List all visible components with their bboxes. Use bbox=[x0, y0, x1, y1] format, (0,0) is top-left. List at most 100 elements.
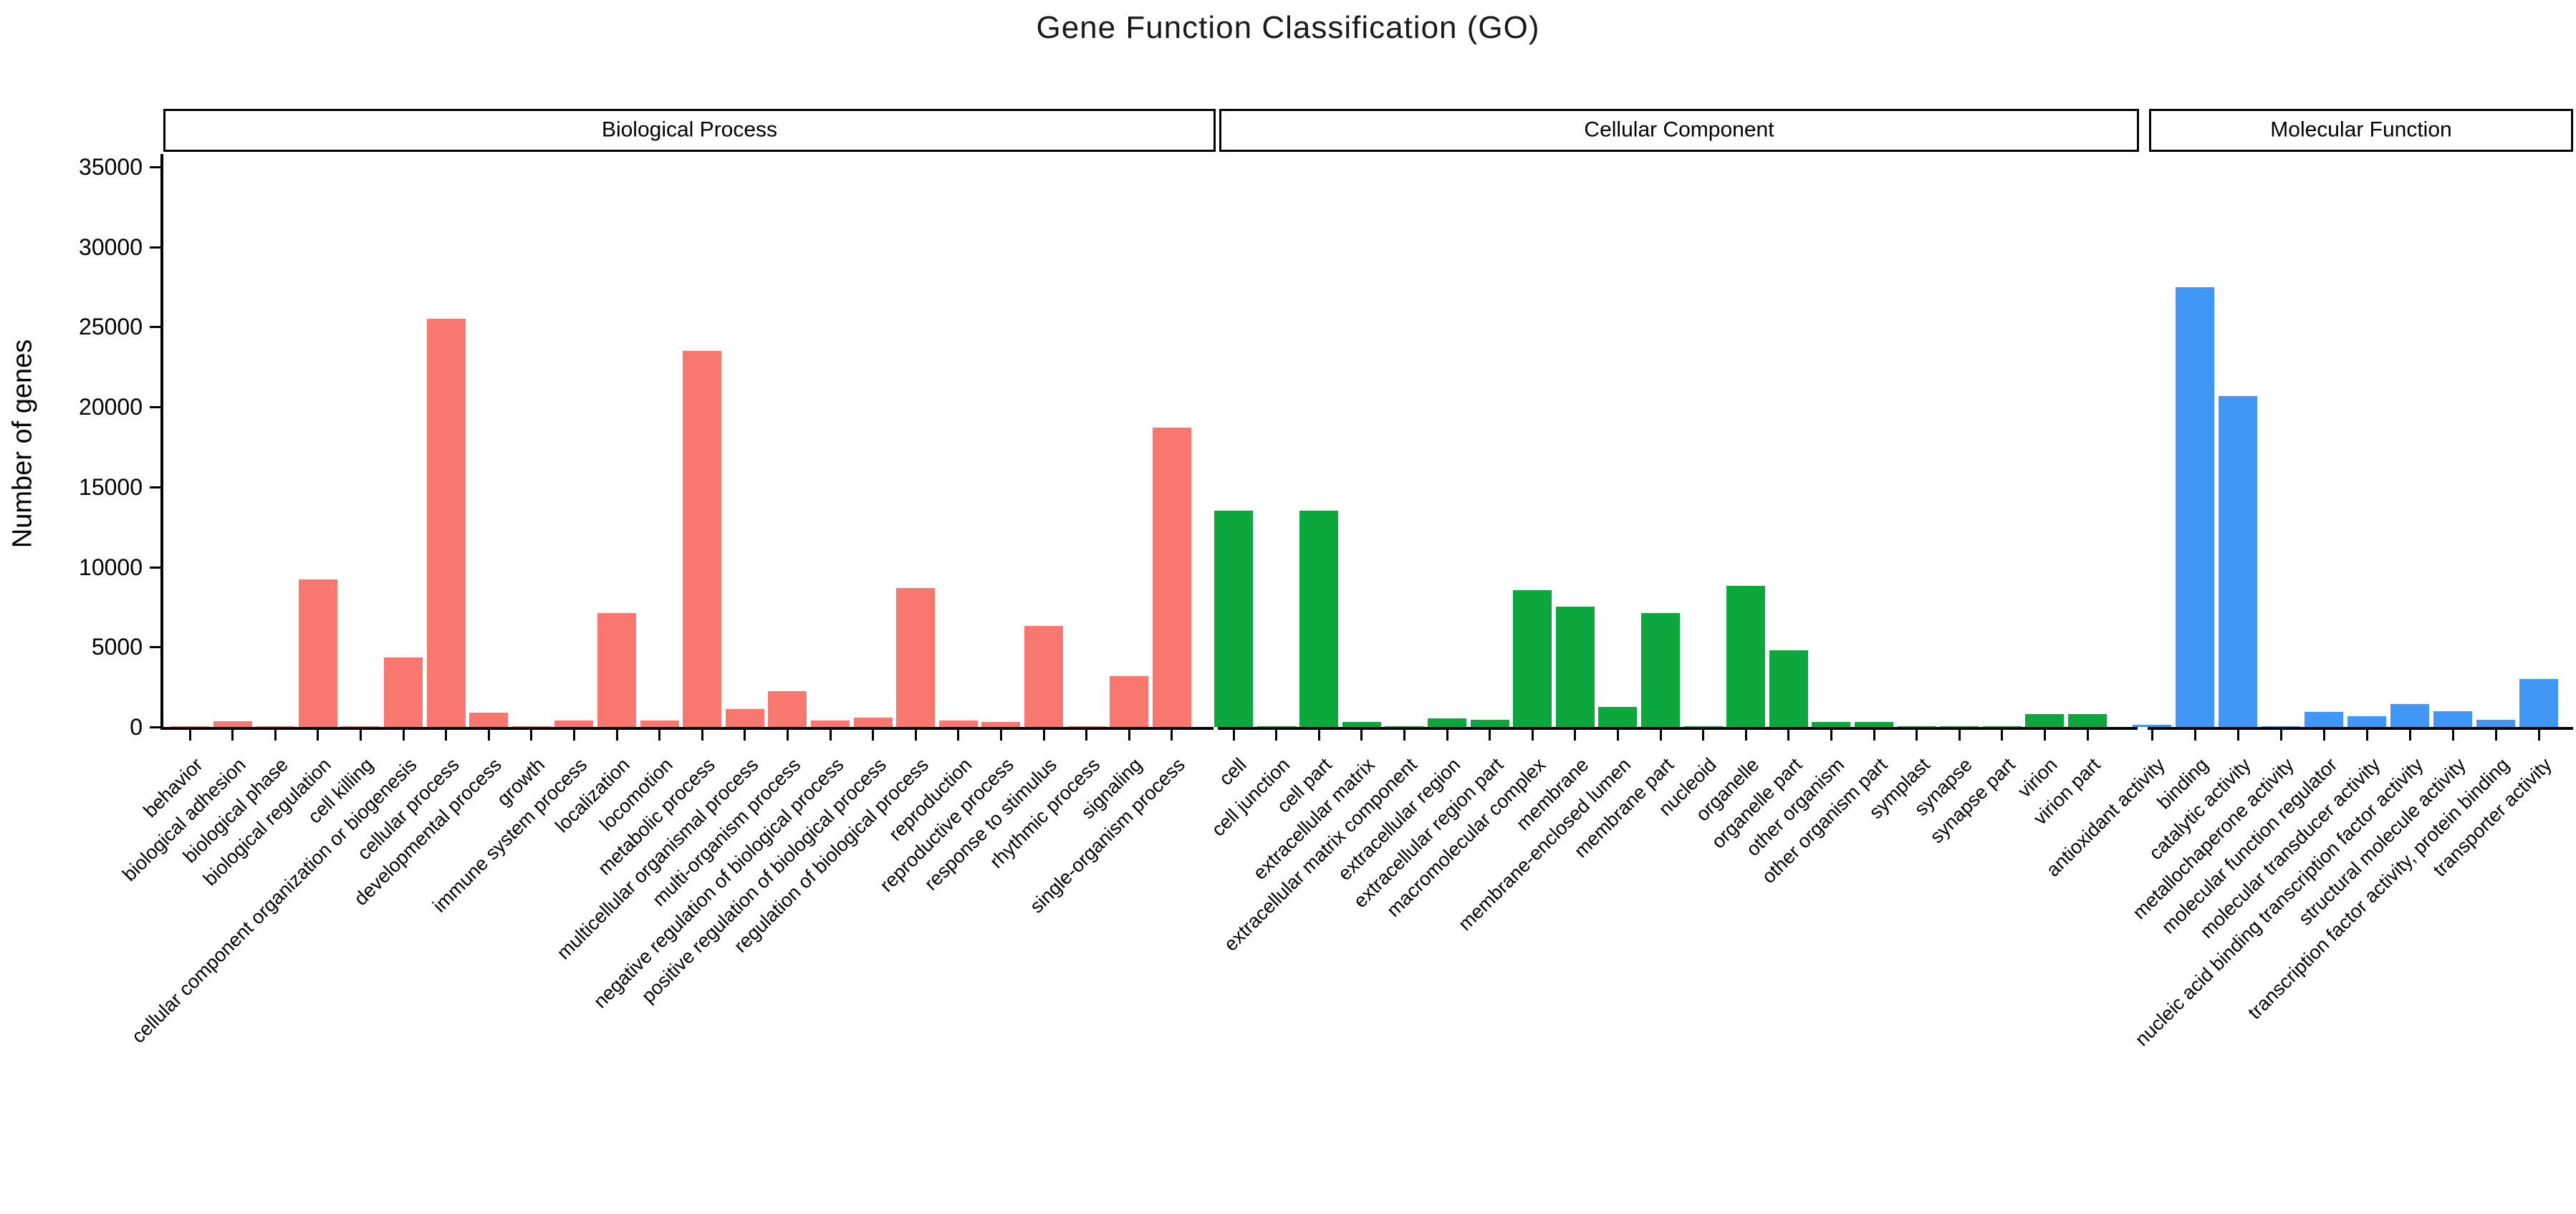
bar-localization bbox=[597, 613, 636, 727]
bar-other-organism bbox=[1812, 722, 1850, 727]
x-tick-mark bbox=[787, 730, 789, 741]
y-tick-mark bbox=[150, 246, 160, 249]
x-axis-line bbox=[1218, 727, 2138, 730]
bar-catalytic-activity bbox=[2219, 396, 2257, 727]
x-tick-mark bbox=[1916, 730, 1918, 741]
x-tick-mark bbox=[2151, 730, 2153, 741]
x-tick-mark bbox=[317, 730, 319, 741]
x-tick-mark bbox=[616, 730, 618, 741]
y-tick-mark bbox=[150, 326, 160, 329]
y-tick-label: 15000 bbox=[79, 473, 143, 500]
bar-synapse-part bbox=[1983, 726, 2022, 727]
x-tick-mark bbox=[744, 730, 746, 741]
x-tick-mark bbox=[701, 730, 703, 741]
bar-symplast bbox=[1898, 726, 1936, 727]
section-header-label: Biological Process bbox=[601, 117, 778, 142]
x-tick-mark bbox=[488, 730, 490, 741]
x-tick-mark bbox=[403, 730, 405, 741]
bar-positive-regulation-of-biological-process bbox=[854, 718, 893, 727]
bar-rhythmic-process bbox=[1067, 726, 1106, 727]
bar-synapse bbox=[1940, 726, 1979, 727]
bar-multicellular-organismal-process bbox=[726, 709, 764, 727]
x-tick-mark bbox=[2044, 730, 2046, 741]
x-tick-mark bbox=[2409, 730, 2411, 741]
bar-binding bbox=[2176, 287, 2214, 727]
bar-cell-junction bbox=[1257, 726, 1296, 727]
bar-reproductive-process bbox=[981, 722, 1020, 727]
x-tick-mark bbox=[1830, 730, 1832, 741]
x-tick-mark bbox=[1446, 730, 1448, 741]
x-tick-mark bbox=[1043, 730, 1045, 741]
bar-organelle-part bbox=[1769, 650, 1808, 727]
bar-cell-killing bbox=[341, 726, 380, 727]
bar-signaling bbox=[1110, 676, 1148, 727]
bar-negative-regulation-of-biological-process bbox=[811, 721, 850, 727]
y-tick-mark bbox=[150, 726, 160, 728]
bar-reproduction bbox=[939, 721, 978, 727]
bar-membrane-part bbox=[1641, 613, 1680, 727]
bar-biological-adhesion bbox=[213, 721, 252, 727]
x-tick-mark bbox=[573, 730, 575, 741]
bar-transporter-activity bbox=[2519, 679, 2558, 727]
x-tick-mark bbox=[1318, 730, 1320, 741]
x-tick-mark bbox=[2366, 730, 2368, 741]
x-tick-mark bbox=[957, 730, 959, 741]
bar-behavior bbox=[170, 726, 209, 727]
section-header-biological-process: Biological Process bbox=[163, 109, 1216, 152]
bar-molecular-transducer-activity bbox=[2347, 716, 2386, 727]
y-tick-mark bbox=[150, 646, 160, 649]
bar-nucleoid bbox=[1684, 726, 1723, 727]
x-tick-mark bbox=[189, 730, 191, 741]
x-tick-mark bbox=[360, 730, 362, 741]
bar-growth bbox=[512, 726, 551, 727]
y-tick-mark bbox=[150, 566, 160, 569]
bar-regulation-of-biological-process bbox=[896, 588, 935, 727]
bar-cell bbox=[1214, 511, 1253, 727]
bar-extracellular-region-part bbox=[1471, 720, 1509, 727]
bar-metabolic-process bbox=[683, 351, 721, 727]
x-tick-mark bbox=[1275, 730, 1277, 741]
bar-response-to-stimulus bbox=[1024, 626, 1063, 727]
section-header-label: Molecular Function bbox=[2270, 117, 2452, 142]
x-tick-mark bbox=[2323, 730, 2325, 741]
y-tick-label: 25000 bbox=[79, 314, 143, 340]
x-tick-mark bbox=[1959, 730, 1961, 741]
x-tick-mark bbox=[2538, 730, 2540, 741]
x-category-label: antioxidant activity bbox=[2042, 753, 2170, 881]
section-header-cellular-component: Cellular Component bbox=[1219, 109, 2139, 152]
bar-extracellular-matrix bbox=[1342, 722, 1381, 727]
section-header-molecular-function: Molecular Function bbox=[2149, 109, 2573, 152]
x-tick-mark bbox=[915, 730, 917, 741]
x-tick-mark bbox=[2087, 730, 2089, 741]
x-tick-mark bbox=[2452, 730, 2454, 741]
x-tick-mark bbox=[872, 730, 874, 741]
y-tick-label: 5000 bbox=[91, 634, 143, 660]
bar-metallochaperone-activity bbox=[2262, 726, 2300, 727]
bar-organelle bbox=[1726, 586, 1765, 727]
x-tick-mark bbox=[1403, 730, 1405, 741]
x-tick-mark bbox=[1574, 730, 1576, 741]
y-tick-mark bbox=[150, 486, 160, 488]
x-tick-mark bbox=[1873, 730, 1875, 741]
x-tick-mark bbox=[2001, 730, 2003, 741]
bar-multi-organism-process bbox=[768, 691, 807, 727]
bar-antioxidant-activity bbox=[2133, 725, 2171, 727]
x-tick-mark bbox=[1489, 730, 1491, 741]
x-tick-mark bbox=[2194, 730, 2196, 741]
bar-immune-system-process bbox=[554, 721, 593, 727]
x-tick-mark bbox=[1128, 730, 1130, 741]
x-tick-mark bbox=[445, 730, 447, 741]
bar-developmental-process bbox=[469, 713, 508, 727]
bar-membrane-enclosed-lumen bbox=[1598, 707, 1637, 727]
bar-structural-molecule-activity bbox=[2433, 711, 2472, 727]
bar-cellular-component-organization-or-biogenesis bbox=[384, 657, 423, 727]
bar-biological-phase bbox=[256, 726, 294, 727]
bar-single-organism-process bbox=[1153, 428, 1191, 727]
bar-transcription-factor-activity-protein-binding bbox=[2476, 720, 2515, 727]
y-axis-line bbox=[160, 154, 163, 730]
bar-other-organism-part bbox=[1855, 722, 1893, 727]
x-axis-line bbox=[160, 727, 1213, 730]
x-tick-mark bbox=[2237, 730, 2239, 741]
bar-locomotion bbox=[640, 721, 679, 727]
